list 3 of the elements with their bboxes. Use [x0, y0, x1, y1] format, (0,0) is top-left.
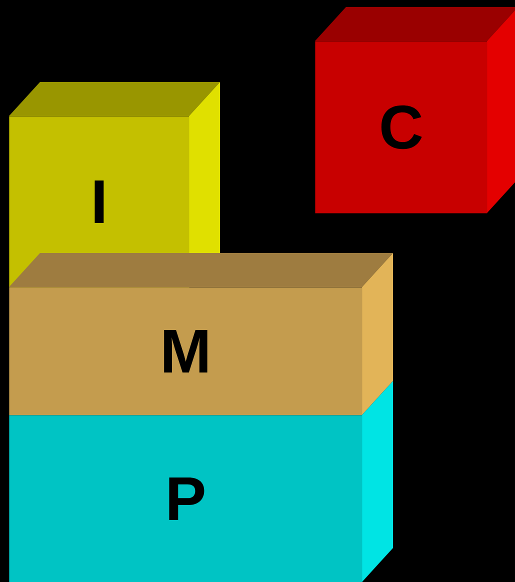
- cube: C: [315, 7, 515, 214]
- cube: M: [9, 253, 393, 416]
- cube: P: [9, 381, 393, 582]
